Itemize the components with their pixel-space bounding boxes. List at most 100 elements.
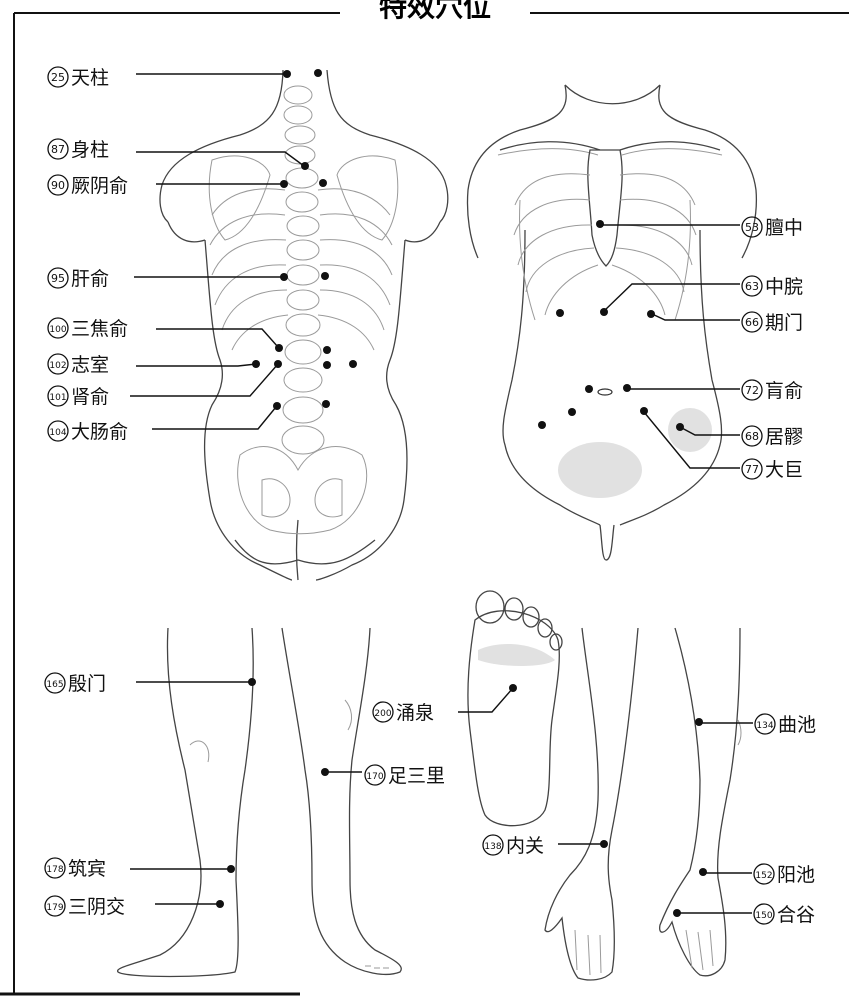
point-dot — [585, 385, 593, 393]
page-title: 特效穴位 — [379, 0, 491, 23]
point-dot — [349, 360, 357, 368]
point-name: 大巨 — [765, 459, 803, 481]
point-label-yongquan: 200 涌泉 — [373, 702, 434, 724]
frame — [0, 13, 849, 994]
point-label-zhishi: 102 志室 — [48, 354, 109, 376]
point-dot — [676, 423, 684, 431]
point-dot — [600, 308, 608, 316]
point-dot — [323, 346, 331, 354]
point-dot — [600, 840, 608, 848]
point-number: 179 — [46, 903, 63, 913]
point-name: 志室 — [71, 354, 109, 376]
point-dot — [274, 360, 282, 368]
point-name: 中脘 — [765, 276, 803, 298]
point-dot — [623, 384, 631, 392]
point-label-shenzhu: 87 身柱 — [48, 139, 109, 161]
point-name: 膻中 — [765, 217, 803, 239]
point-dot — [280, 180, 288, 188]
point-number: 77 — [745, 463, 759, 476]
point-number: 170 — [366, 772, 383, 782]
point-dot — [248, 678, 256, 686]
point-number: 25 — [51, 71, 65, 84]
leader-lines — [130, 74, 753, 913]
point-label-shenshu: 101 肾俞 — [48, 386, 109, 408]
point-label-zhubin: 178 筑宾 — [45, 858, 106, 880]
point-label-sanyinjiao: 179 三阴交 — [45, 896, 125, 918]
point-name: 三焦俞 — [71, 318, 128, 340]
point-dot — [314, 69, 322, 77]
point-dot — [556, 309, 564, 317]
point-number: 138 — [484, 842, 501, 852]
point-dot — [275, 344, 283, 352]
point-name: 殷门 — [68, 673, 106, 695]
point-name: 肝俞 — [71, 268, 109, 290]
point-dot — [273, 402, 281, 410]
front-torso-figure — [467, 85, 756, 560]
point-label-jueyinshu: 90 厥阴俞 — [48, 175, 128, 197]
point-dot — [322, 400, 330, 408]
point-dot — [321, 768, 329, 776]
point-name: 内关 — [506, 835, 544, 857]
point-label-qimen: 66 期门 — [742, 312, 803, 334]
point-name: 期门 — [765, 312, 803, 334]
point-name: 身柱 — [71, 139, 109, 161]
point-number: 101 — [49, 393, 66, 403]
point-label-zhongwan: 63 中脘 — [742, 276, 803, 298]
point-name: 肓俞 — [765, 380, 803, 402]
point-dot — [596, 220, 604, 228]
point-label-tianzhu: 25 天柱 — [48, 67, 109, 89]
point-number: 95 — [51, 272, 65, 285]
point-name: 厥阴俞 — [71, 175, 128, 197]
point-number: 134 — [756, 721, 773, 731]
point-label-hegu: 150 合谷 — [754, 904, 815, 926]
point-dot — [699, 868, 707, 876]
point-dot — [319, 179, 327, 187]
point-dot — [647, 310, 655, 318]
point-name: 涌泉 — [396, 702, 434, 724]
point-number: 72 — [745, 384, 759, 397]
point-label-dachangshu: 104 大肠俞 — [48, 421, 128, 443]
point-dot — [640, 407, 648, 415]
point-label-neiguan: 138 内关 — [483, 835, 544, 857]
point-number: 53 — [745, 221, 759, 234]
point-dot — [227, 865, 235, 873]
point-name: 大肠俞 — [71, 421, 128, 443]
point-number: 68 — [745, 430, 759, 443]
point-dot — [283, 70, 291, 78]
point-number: 100 — [49, 325, 66, 335]
point-name: 居髎 — [765, 426, 803, 448]
point-name: 肾俞 — [71, 386, 109, 408]
point-dot — [538, 421, 546, 429]
back-torso-figure — [160, 70, 448, 580]
point-name: 足三里 — [388, 765, 445, 787]
point-number: 150 — [755, 911, 772, 921]
point-number: 200 — [374, 709, 391, 719]
point-dot — [568, 408, 576, 416]
point-number: 152 — [755, 871, 772, 881]
point-label-juliao: 68 居髎 — [742, 426, 803, 448]
foot-sole-figure — [468, 591, 562, 826]
point-label-ganshu: 95 肝俞 — [48, 268, 109, 290]
point-label-yangchi: 152 阳池 — [754, 864, 815, 886]
point-name: 阳池 — [777, 864, 815, 886]
point-name: 合谷 — [777, 904, 815, 926]
point-label-yinmen: 165 殷门 — [45, 673, 106, 695]
point-dot — [509, 684, 517, 692]
arms-figure — [545, 628, 741, 980]
point-label-sanjiaoshu: 100 三焦俞 — [48, 318, 128, 340]
point-number: 165 — [46, 680, 63, 690]
point-number: 63 — [745, 280, 759, 293]
point-number: 87 — [51, 143, 65, 156]
point-dot — [673, 909, 681, 917]
point-dot — [321, 272, 329, 280]
point-dot — [280, 273, 288, 281]
point-dot — [216, 900, 224, 908]
point-number: 104 — [49, 428, 66, 438]
point-dot — [695, 718, 703, 726]
point-label-zusanli: 170 足三里 — [365, 765, 445, 787]
point-label-quchi: 134 曲池 — [755, 714, 816, 736]
point-label-daju: 77 大巨 — [742, 459, 803, 481]
point-label-huangshu: 72 肓俞 — [742, 380, 803, 402]
point-number: 66 — [745, 316, 759, 329]
